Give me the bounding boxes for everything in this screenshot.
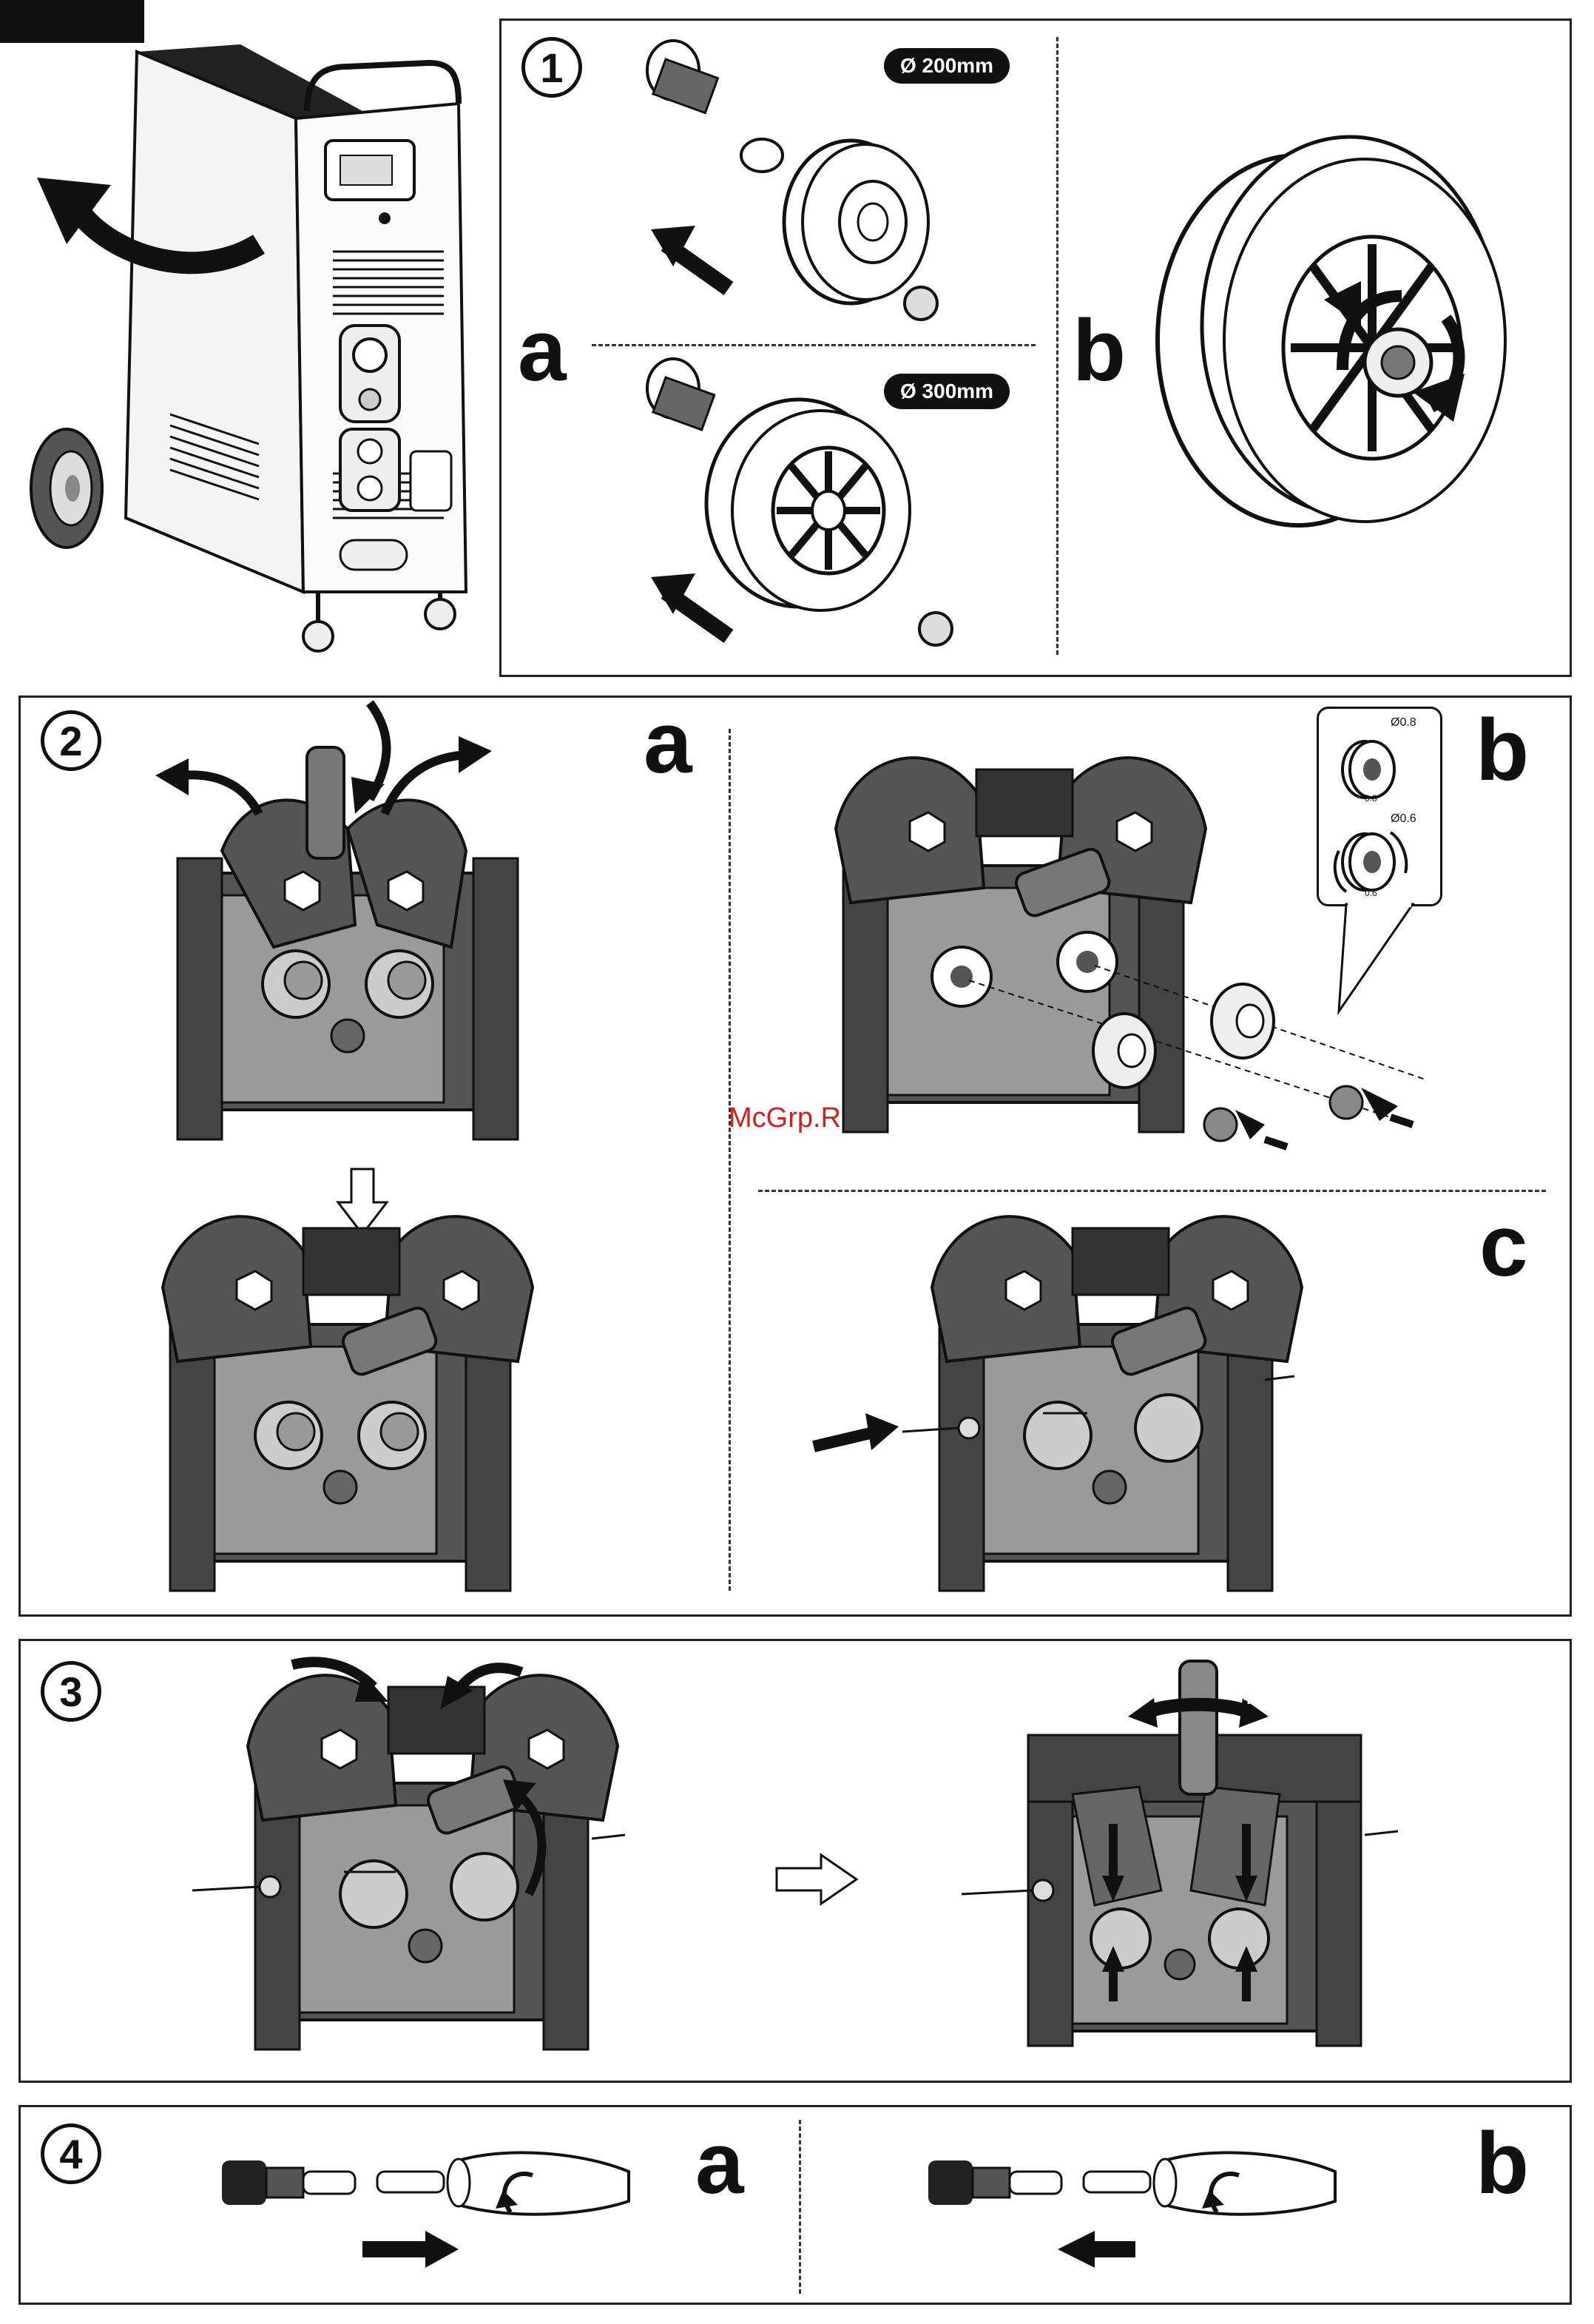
welder-machine-illustration: [15, 30, 496, 673]
step-2-number: 2: [41, 710, 101, 771]
spool-200-assembly-illustration: [636, 37, 1036, 333]
step-4-label-a: a: [695, 2120, 744, 2207]
spool-300-assembly-illustration: [636, 363, 1036, 659]
roller-08-icon: [1331, 729, 1413, 803]
feeder-2c-illustration: [814, 1191, 1331, 1606]
roller-callout-pointer: [1331, 904, 1428, 1015]
step-2-label-b: b: [1476, 707, 1529, 794]
roller-08-label: Ø0.8: [1391, 716, 1416, 730]
tension-plus-sign: +: [1243, 1687, 1254, 1711]
roller-06-mark: 0.6: [1365, 888, 1377, 898]
tension-minus-sign: −: [1159, 1687, 1171, 1711]
feeder-2a-open-illustration: [155, 703, 570, 1162]
roller-08-mark: 0.8: [1365, 793, 1377, 804]
right-outline-arrow: [777, 1853, 858, 1905]
panel-4-vertical-divider: [799, 2120, 801, 2294]
spool-lock-illustration: [1150, 126, 1550, 540]
step-4-number: 4: [41, 2123, 101, 2184]
panel-2-vertical-divider: [729, 729, 731, 1591]
panel-1-vertical-divider: [1056, 37, 1058, 655]
panel-1-horizontal-divider: [592, 344, 1036, 346]
feeder-2a-flipped-illustration: [148, 1176, 562, 1613]
step-3-number: 3: [41, 1661, 101, 1722]
step-2-label-a: a: [644, 699, 692, 787]
torch-4a-illustration: [215, 2131, 658, 2286]
step-4-label-b: b: [1476, 2120, 1529, 2207]
step-1-label-b: b: [1073, 307, 1126, 394]
step-2-label-c: c: [1479, 1202, 1528, 1290]
step-1-label-a: a: [518, 307, 567, 394]
feeder-3-closing-illustration: [189, 1643, 647, 2072]
torch-4b-illustration: [921, 2131, 1365, 2286]
step-1-number: 1: [521, 37, 582, 98]
feeder-3-tension-illustration: [969, 1646, 1442, 2068]
roller-06-label: Ø0.6: [1391, 812, 1416, 826]
